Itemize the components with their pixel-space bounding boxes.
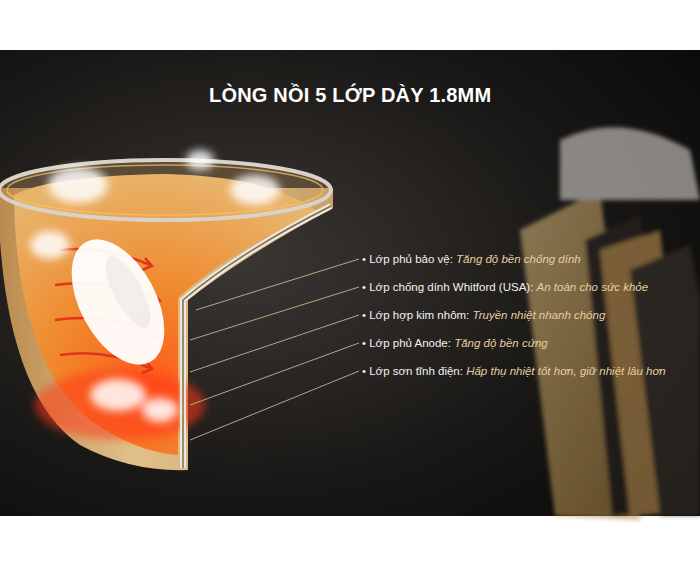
callout-row: • Lớp phủ Anode: Tăng độ bền cứng [362, 330, 687, 357]
callout-row: • Lớp sơn tĩnh điện: Hấp thụ nhiệt tốt h… [362, 358, 687, 385]
callout-row: • Lớp chống dính Whitford (USA): An toàn… [362, 274, 687, 301]
callout-description: Truyền nhiệt nhanh chóng [473, 309, 606, 321]
callout-label: • Lớp phủ bảo vệ: [362, 253, 453, 265]
callout-label: • Lớp chống dính Whitford (USA): [362, 281, 533, 293]
callout-label: • Lớp sơn tĩnh điện: [362, 365, 463, 377]
callout-description: Tăng độ bền cứng [454, 337, 548, 349]
callout-label: • Lớp hợp kim nhôm: [362, 309, 469, 321]
title: LÒNG NỒI 5 LỚP DÀY 1.8MM [209, 84, 491, 107]
callout-description: Hấp thụ nhiệt tốt hơn, giữ nhiệt lâu hơn [466, 365, 666, 377]
callout-row: • Lớp phủ bảo vệ: Tăng độ bền chống dính [362, 246, 687, 273]
callout-label: • Lớp phủ Anode: [362, 337, 451, 349]
callout-description: Tăng độ bền chống dính [456, 253, 581, 265]
callout-row: • Lớp hợp kim nhôm: Truyền nhiệt nhanh c… [362, 302, 687, 329]
callout-description: An toàn cho sức khỏe [537, 281, 649, 293]
